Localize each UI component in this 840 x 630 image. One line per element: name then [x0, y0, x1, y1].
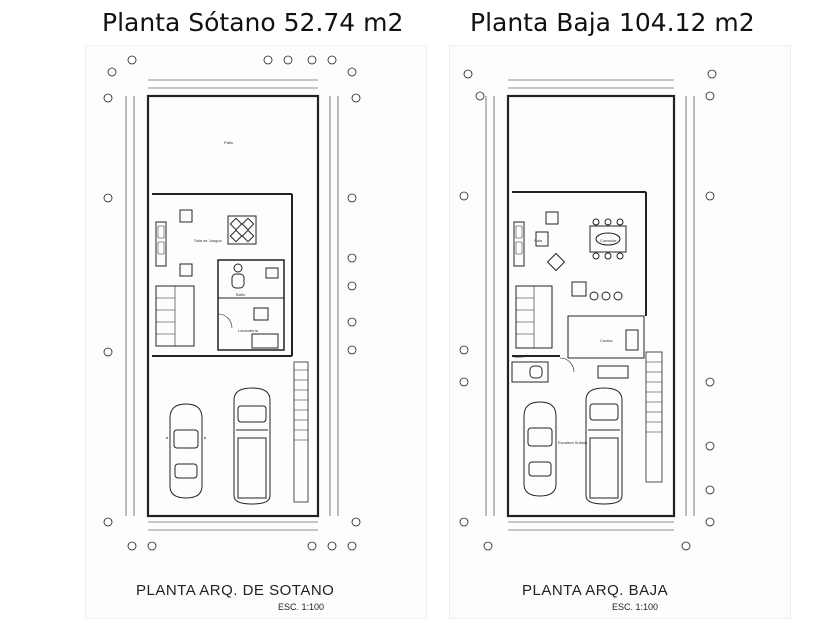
ground-plan-caption: PLANTA ARQ. BAJA: [522, 582, 669, 599]
room-label-living: Sala: [534, 238, 543, 243]
room-label-patio: Patio: [224, 140, 234, 145]
car-pickup-icon: [233, 387, 271, 505]
room-label-laundry: Lavandería: [238, 328, 259, 333]
basement-plan-heading: Planta Sótano 52.74 m2: [102, 8, 404, 37]
car-sedan-icon: [166, 403, 206, 499]
car-sedan-icon: [523, 401, 557, 497]
room-label-half-bath: Baño: [514, 354, 524, 359]
room-label-game-room: Sala de Juegos: [194, 238, 222, 243]
basement-plan-sheet: Patio Sala de Juegos Baño Lavandería PLA…: [86, 46, 426, 618]
grid-axis-markers: [103, 55, 361, 551]
room-label-dining: Comedor: [600, 238, 617, 243]
basement-room-labels: Patio Sala de Juegos Baño Lavandería: [194, 140, 259, 333]
ground-plan-sheet: Comedor Sala Cocina Baño Escalera Subida…: [450, 46, 790, 618]
room-label-stair-area: Escalera Subida: [558, 440, 588, 445]
basement-floor-plan-drawing: Patio Sala de Juegos Baño Lavandería: [103, 55, 361, 551]
ground-room-labels: Comedor Sala Cocina Baño Escalera Subida: [514, 238, 617, 445]
outer-wall: [506, 94, 676, 518]
grid-axis-markers: [459, 69, 717, 551]
room-label-kitchen: Cocina: [600, 338, 613, 343]
ground-floor-plan-drawing: Comedor Sala Cocina Baño Escalera Subida: [459, 69, 717, 551]
basement-plan-scale: ESC. 1:100: [278, 602, 325, 612]
basement-plan-caption: PLANTA ARQ. DE SOTANO: [136, 582, 335, 599]
outer-wall: [146, 94, 320, 518]
car-pickup-icon: [585, 387, 623, 505]
ground-plan-heading: Planta Baja 104.12 m2: [470, 8, 755, 37]
room-label-bath: Baño: [236, 292, 246, 297]
ground-plan-scale: ESC. 1:100: [612, 602, 659, 612]
